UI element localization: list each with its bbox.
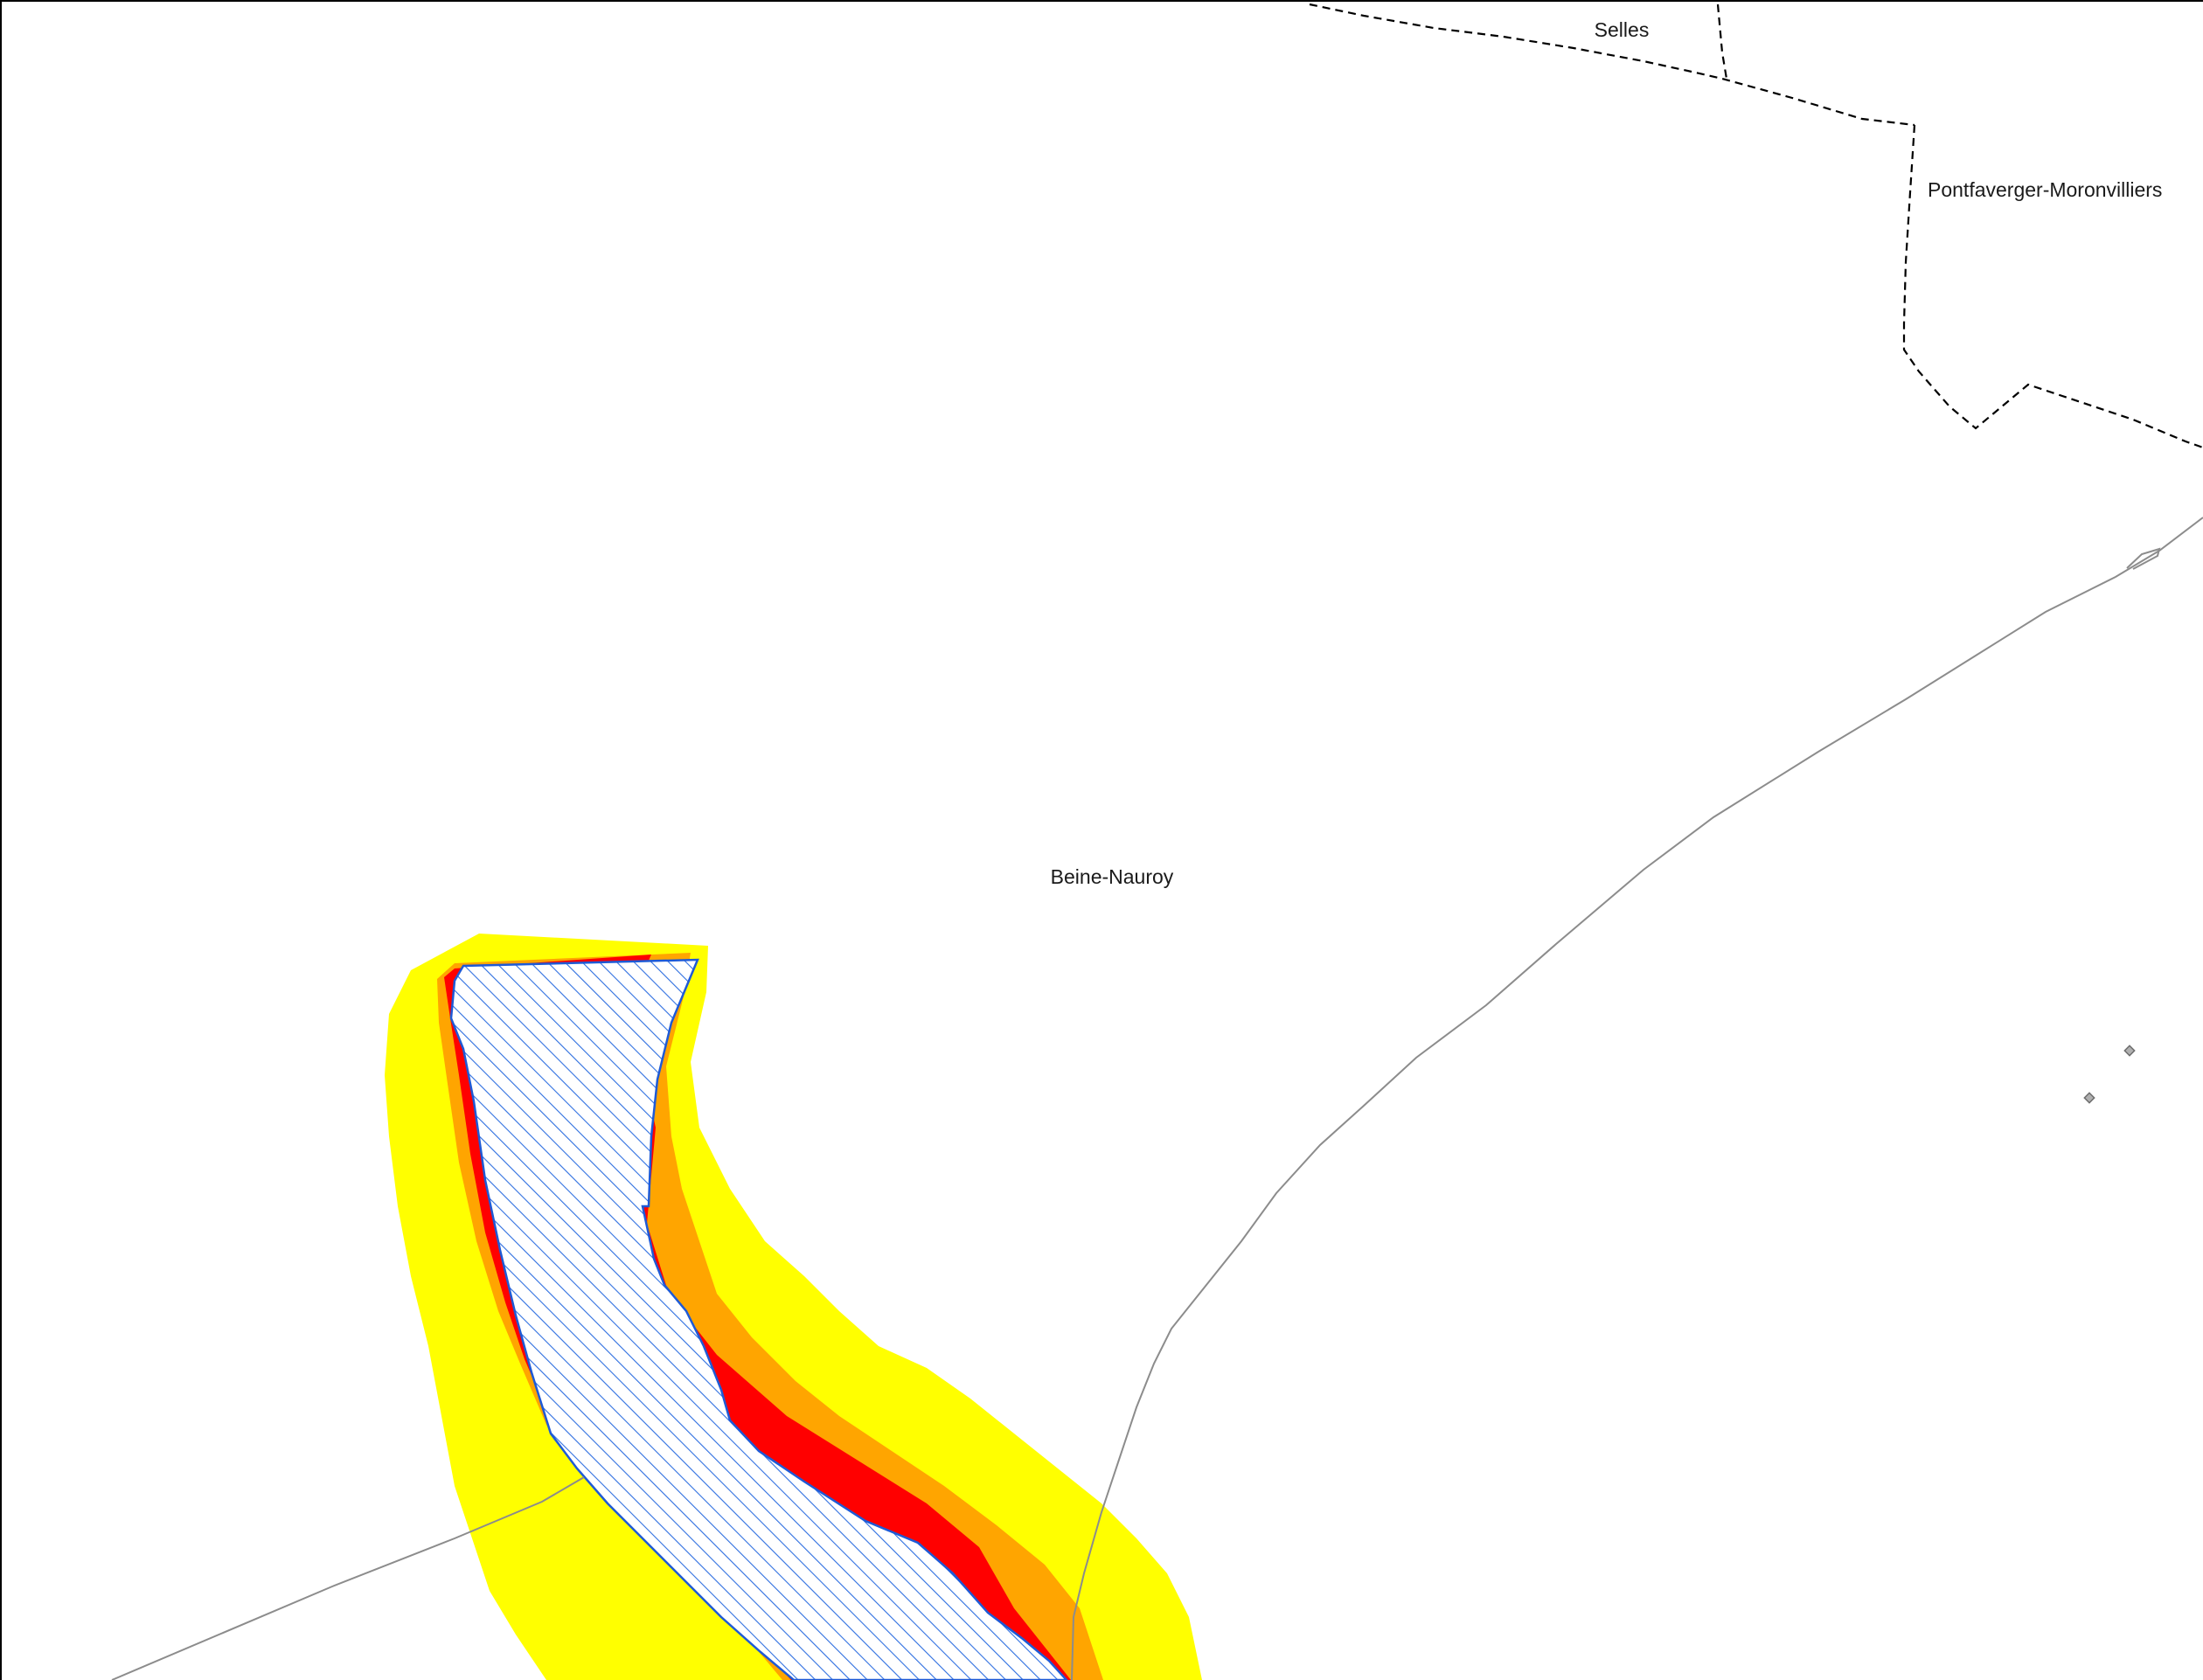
place-label-beine-nauroy: Beine-Nauroy [1051, 865, 1174, 888]
road-spur[interactable] [2126, 547, 2161, 570]
commune-boundary-pontfaverger[interactable] [1902, 124, 2203, 449]
hatched-area[interactable] [449, 958, 1068, 1680]
place-label-pontfaverger-moronvilliers: Pontfaverger-Moronvilliers [1928, 178, 2162, 201]
road-main[interactable] [1071, 517, 2203, 1680]
small-parcel[interactable] [2123, 1045, 2136, 1057]
commune-boundary-north[interactable] [1309, 3, 1915, 127]
place-label-selles: Selles [1595, 18, 1650, 41]
road-secondary[interactable] [111, 1476, 585, 1680]
small-parcel[interactable] [2083, 1092, 2095, 1104]
map-content: Selles Pontfaverger-Moronvilliers Beine-… [111, 3, 2203, 1680]
commune-boundary-selles-east[interactable] [1716, 3, 1728, 80]
